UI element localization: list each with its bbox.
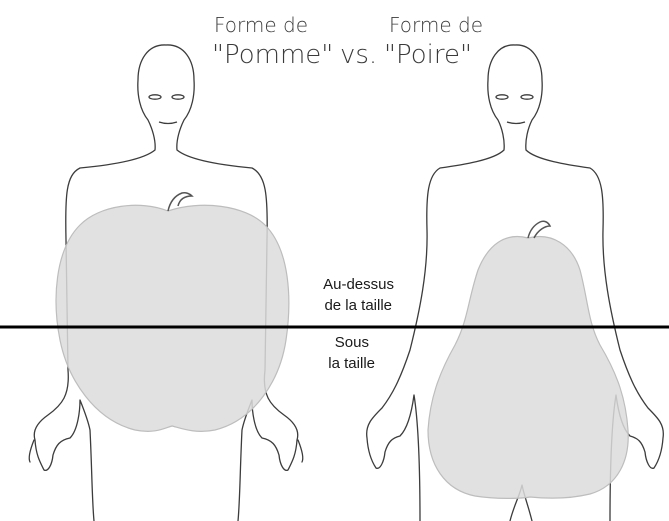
apple-shape [55,204,290,432]
below-waist-label-line1: Sous [334,334,369,351]
apple-figure-face [148,94,185,125]
above-waist-label-line2: de la taille [324,297,392,314]
title-pear-line2: "Poire" [384,40,472,70]
apple-stem [167,192,194,212]
pear-stem [527,220,552,239]
pear-figure-face [495,94,534,125]
title-apple-line2: "Pomme" [212,40,334,70]
above-waist-label-line1: Au-dessus [323,276,394,293]
title-pear-line1: Forme de [389,13,484,37]
pear-shape [427,236,629,499]
below-waist-label-line2: la taille [328,355,375,372]
title-apple-line1: Forme de [214,13,309,37]
title-connector: vs. [340,40,378,70]
